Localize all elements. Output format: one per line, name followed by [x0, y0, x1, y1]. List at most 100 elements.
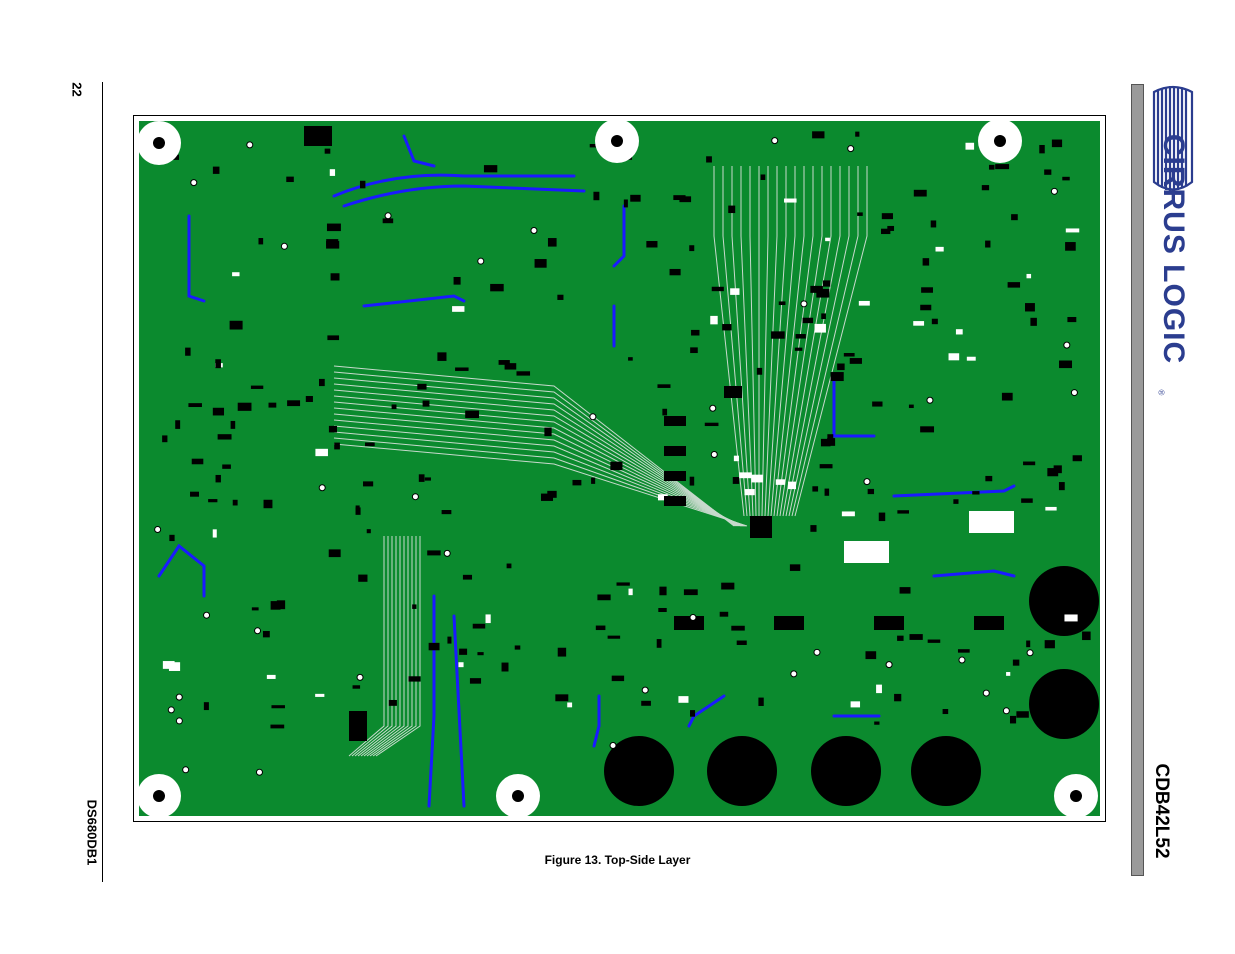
smd-pad	[867, 488, 875, 495]
logo-text: CIRRUS LOGIC	[1157, 133, 1190, 365]
smd-pad	[704, 422, 719, 427]
signal-trace	[785, 166, 841, 517]
smd-pad	[222, 464, 231, 469]
via	[710, 450, 718, 458]
via	[530, 226, 538, 234]
mounting-hole-center	[153, 137, 165, 149]
smd-pad	[169, 534, 175, 542]
signal-trace	[369, 536, 413, 757]
central-ic	[750, 516, 772, 538]
smd-pad	[610, 461, 623, 471]
smd-pad	[812, 486, 819, 492]
signal-trace	[770, 166, 796, 517]
smd-pad	[427, 550, 441, 556]
via	[771, 137, 779, 145]
smd-pad	[678, 696, 689, 703]
smd-pad	[899, 587, 911, 594]
mounting-hole-center	[611, 135, 623, 147]
page-number: 22	[69, 82, 85, 97]
smd-pad	[417, 383, 427, 390]
via	[411, 493, 419, 501]
smd-pad	[728, 205, 736, 214]
smd-pad	[490, 283, 504, 292]
smd-pad	[641, 700, 651, 706]
smd-pad	[689, 476, 695, 486]
via	[1063, 341, 1071, 349]
signal-trace	[333, 389, 739, 527]
smd-pad	[948, 353, 960, 361]
smd-pad	[858, 300, 870, 306]
smd-pad	[469, 678, 482, 684]
smd-pad	[188, 403, 202, 408]
pcb-top-layer-image	[133, 115, 1106, 822]
smd-pad	[721, 582, 735, 590]
smd-pad	[305, 396, 313, 402]
smd-pad	[547, 490, 557, 498]
smd-pad	[689, 245, 695, 252]
smd-pad	[795, 334, 806, 339]
smd-pad	[175, 420, 181, 429]
smd-pad	[544, 427, 552, 437]
component-pad	[664, 446, 686, 456]
component-pad	[304, 126, 332, 146]
logo-registered: ®	[1156, 389, 1166, 396]
signal-trace	[357, 536, 397, 757]
via	[847, 145, 855, 153]
smd-pad	[897, 635, 904, 641]
via	[1002, 707, 1010, 715]
smd-pad	[876, 684, 882, 694]
smd-pad	[453, 276, 461, 285]
pcb-trace	[452, 614, 466, 808]
smd-pad	[1045, 506, 1057, 511]
smd-pad	[334, 442, 340, 450]
smd-pad	[534, 259, 547, 268]
signal-trace	[333, 377, 737, 527]
smd-pad	[1065, 242, 1076, 251]
smd-pad	[1051, 139, 1063, 148]
smd-pad	[913, 321, 925, 326]
smd-pad	[616, 582, 630, 586]
smd-pad	[472, 623, 486, 629]
smd-pad	[1025, 303, 1035, 312]
smd-pad	[683, 589, 698, 596]
smd-pad	[212, 529, 217, 538]
smd-pad	[922, 258, 930, 266]
signal-trace	[333, 407, 742, 527]
smd-pad	[865, 651, 877, 660]
via	[689, 613, 697, 621]
via	[175, 717, 183, 725]
pcb-trace	[342, 184, 586, 208]
signal-trace	[776, 166, 814, 517]
smd-pad	[412, 604, 417, 609]
smd-pad	[662, 408, 668, 416]
signal-trace	[713, 166, 745, 517]
smd-pad	[733, 455, 739, 462]
smd-pad	[730, 288, 740, 295]
smd-pad	[555, 694, 569, 702]
smd-pad	[483, 165, 498, 173]
smd-pad	[1007, 282, 1021, 288]
smd-pad	[1059, 360, 1073, 369]
large-pad	[911, 736, 981, 806]
smd-pad	[628, 588, 633, 596]
smd-pad	[212, 166, 220, 174]
smd-pad	[441, 510, 452, 515]
smd-pad	[957, 649, 970, 653]
smd-pad	[739, 472, 752, 479]
smd-pad	[855, 131, 860, 137]
large-pad	[811, 736, 881, 806]
component-pad	[674, 616, 704, 630]
smd-pad	[270, 724, 285, 729]
smd-pad	[593, 191, 600, 201]
smd-pad	[359, 180, 366, 189]
smd-pad	[881, 228, 891, 235]
smd-pad	[358, 574, 368, 582]
smd-pad	[462, 574, 473, 580]
mounting-hole-center	[512, 790, 524, 802]
smd-pad	[810, 525, 817, 532]
signal-trace	[740, 166, 754, 517]
smd-pad	[1082, 631, 1091, 641]
smd-pad	[830, 372, 844, 382]
smd-pad	[212, 407, 225, 416]
smd-pad	[756, 367, 763, 375]
